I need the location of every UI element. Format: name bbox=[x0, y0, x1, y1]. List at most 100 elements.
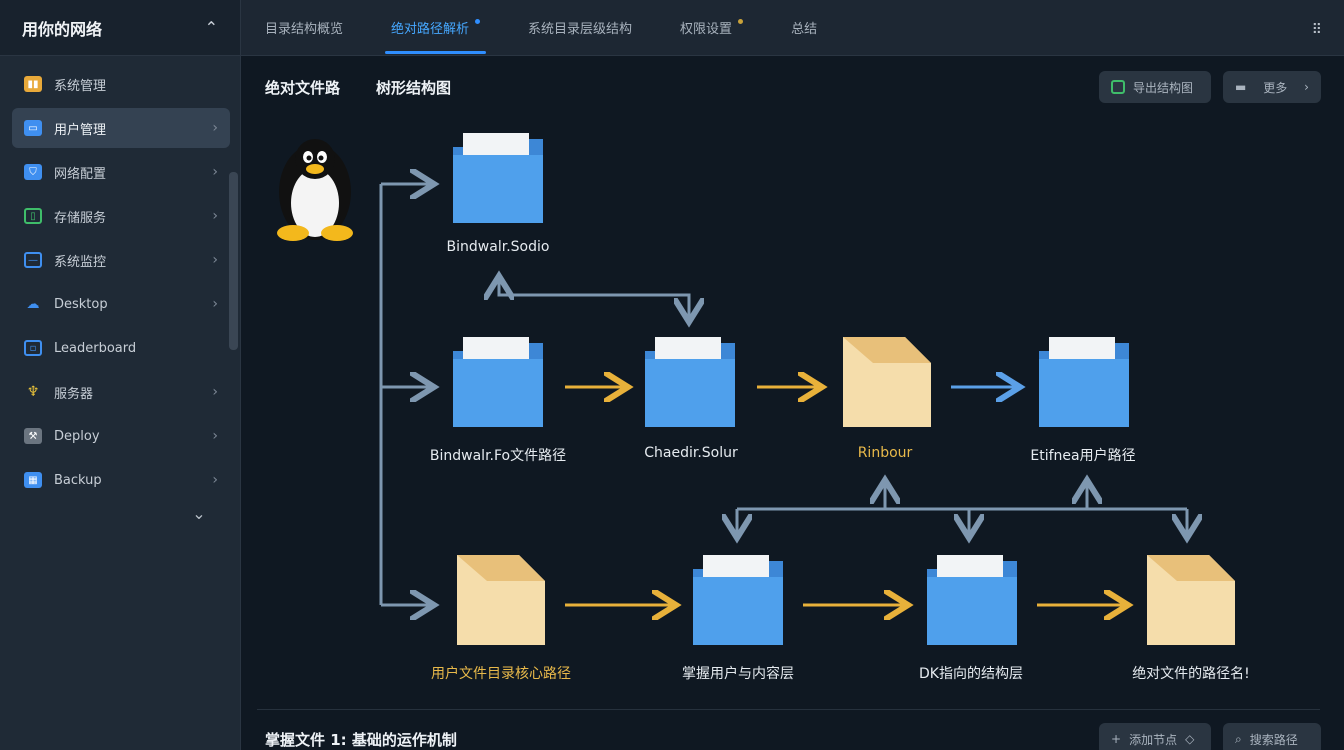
apps-icon: ▦ bbox=[24, 472, 42, 488]
file-icon bbox=[457, 555, 545, 645]
heading-right: 树形结构图 bbox=[376, 79, 452, 97]
tab-absolute-path[interactable]: 绝对路径解析 bbox=[367, 0, 504, 56]
top-tabs: 目录结构概览 绝对路径解析 系统目录层级结构 权限设置 总结 ⠿ bbox=[241, 0, 1344, 56]
divider bbox=[257, 709, 1320, 710]
chevron-up-icon[interactable]: ⌃ bbox=[204, 18, 218, 37]
chevron-right-icon: › bbox=[1304, 80, 1309, 94]
chevron-right-icon: › bbox=[212, 472, 218, 488]
flow-arrows bbox=[565, 387, 1125, 605]
sidebar-list: ▮▮ 系统管理 ▭ 用户管理 › ⛉ 网络配置 › ▯ 存储服务 › — 系统监… bbox=[0, 56, 240, 523]
export-label: 导出结构图 bbox=[1133, 80, 1194, 95]
grid-menu-icon[interactable]: ⠿ bbox=[1311, 22, 1322, 38]
notification-dot bbox=[475, 19, 481, 24]
tab-label: 绝对路径解析 bbox=[391, 22, 470, 37]
file-icon bbox=[1147, 555, 1235, 645]
tab-permissions[interactable]: 权限设置 bbox=[656, 0, 767, 56]
connector-lines bbox=[379, 184, 1187, 605]
heading-left: 绝对文件路 bbox=[265, 79, 341, 97]
folder-icon bbox=[1039, 337, 1129, 427]
sidebar-item-leaderboard[interactable]: ▫ Leaderboard bbox=[12, 328, 230, 368]
window-icon: ▫ bbox=[24, 340, 42, 356]
folder-icon bbox=[693, 555, 783, 645]
sidebar-item-server[interactable]: ♆ 服务器 › bbox=[12, 372, 230, 412]
monitor-icon: ▭ bbox=[24, 120, 42, 136]
chevron-right-icon: › bbox=[212, 164, 218, 180]
node-label: 用户文件目录核心路径 bbox=[431, 666, 571, 682]
sidebar-item-monitor[interactable]: — 系统监控 › bbox=[12, 240, 230, 280]
node-label: Bindwalr.Fo文件路径 bbox=[429, 448, 567, 464]
search-icon: ⌕ bbox=[1235, 731, 1242, 746]
diamond-icon: ◇ bbox=[1185, 732, 1195, 746]
chevron-right-icon: › bbox=[212, 120, 218, 136]
sidebar-item-label: 系统管理 bbox=[54, 78, 107, 94]
screen-icon: — bbox=[24, 252, 42, 268]
sidebar-header: 用你的网络 ⌃ bbox=[0, 0, 240, 56]
node-label: Chaedir.Solur bbox=[644, 445, 738, 461]
sidebar-item-label: Deploy bbox=[54, 428, 100, 444]
sidebar-item-label: Leaderboard bbox=[54, 340, 137, 356]
folder-icon bbox=[645, 337, 735, 427]
node-label: Etifnea用户路径 bbox=[1030, 448, 1136, 464]
grid-icon: ▯ bbox=[24, 208, 42, 224]
tab-label: 权限设置 bbox=[680, 22, 733, 37]
path-diagram bbox=[277, 133, 1235, 645]
tab-label: 目录结构概览 bbox=[265, 22, 344, 37]
tool-icon: ⚒ bbox=[24, 428, 42, 444]
sidebar-item-label: 服务器 bbox=[54, 386, 94, 402]
search-path-button[interactable]: ⌕ 搜索路径 bbox=[1223, 723, 1321, 750]
chevron-right-icon: › bbox=[212, 384, 218, 400]
chart-icon: ▮▮ bbox=[24, 76, 42, 92]
sidebar-item-network[interactable]: ⛉ 网络配置 › bbox=[12, 152, 230, 192]
chevron-right-icon: › bbox=[212, 296, 218, 312]
chevron-right-icon: › bbox=[212, 252, 218, 268]
more-label: 更多 bbox=[1263, 80, 1288, 95]
more-button[interactable]: ▬ 更多 › bbox=[1223, 71, 1321, 103]
sidebar-item-label: 系统监控 bbox=[54, 254, 107, 270]
folder-icon bbox=[453, 337, 543, 427]
sidebar-item-users[interactable]: ▭ 用户管理 › bbox=[12, 108, 230, 148]
sidebar-item-label: 网络配置 bbox=[54, 166, 107, 182]
sidebar-item-label: 存储服务 bbox=[54, 210, 107, 226]
node-label: 掌握用户与内容层 bbox=[682, 666, 794, 682]
laptop-icon: ▬ bbox=[1235, 80, 1247, 94]
add-node-label: 添加节点 bbox=[1129, 732, 1178, 747]
export-icon bbox=[1111, 80, 1125, 94]
sidebar: 用你的网络 ⌃ ▮▮ 系统管理 ▭ 用户管理 › ⛉ 网络配置 › ▯ 存储服务… bbox=[0, 0, 241, 750]
plus-icon: + bbox=[1111, 732, 1122, 746]
main-header: 绝对文件路 树形结构图 bbox=[265, 77, 451, 98]
sidebar-scrollbar[interactable] bbox=[229, 172, 238, 350]
notification-dot bbox=[738, 19, 744, 24]
chevron-right-icon: › bbox=[212, 208, 218, 224]
node-label: DK指向的结构层 bbox=[919, 666, 1023, 682]
chevron-right-icon: › bbox=[212, 428, 218, 444]
tab-hierarchy[interactable]: 系统目录层级结构 bbox=[504, 0, 656, 56]
folder-icon bbox=[453, 133, 543, 223]
sidebar-item-label: 用户管理 bbox=[54, 122, 107, 138]
add-node-button[interactable]: + 添加节点 ◇ bbox=[1099, 723, 1211, 750]
node-label: Rinbour bbox=[857, 445, 913, 461]
sidebar-item-deploy[interactable]: ⚒ Deploy › bbox=[12, 416, 230, 456]
sidebar-item-label: Desktop bbox=[54, 296, 108, 312]
tab-summary[interactable]: 总结 bbox=[767, 0, 841, 56]
search-path-label: 搜索路径 bbox=[1249, 732, 1298, 747]
sidebar-title: 用你的网络 bbox=[22, 19, 103, 39]
footer-title: 掌握文件 1: 基础的运作机制 bbox=[265, 731, 457, 749]
export-button[interactable]: 导出结构图 bbox=[1099, 71, 1211, 103]
chevron-down-icon[interactable]: ⌄ bbox=[192, 504, 206, 523]
shield-icon: ⛉ bbox=[24, 164, 42, 180]
trophy-icon: ♆ bbox=[26, 384, 40, 400]
tab-label: 系统目录层级结构 bbox=[528, 22, 633, 37]
sidebar-item-label: Backup bbox=[54, 472, 102, 488]
tab-overview[interactable]: 目录结构概览 bbox=[241, 0, 367, 56]
sidebar-item-backup[interactable]: ▦ Backup › bbox=[12, 460, 230, 500]
sidebar-item-system[interactable]: ▮▮ 系统管理 bbox=[12, 64, 230, 104]
cloud-icon: ☁ bbox=[26, 296, 40, 312]
tab-label: 总结 bbox=[791, 22, 818, 37]
file-icon bbox=[843, 337, 931, 427]
linux-penguin-icon bbox=[277, 139, 353, 241]
main-content: 绝对文件路 树形结构图 导出结构图 ▬ 更多 › bbox=[241, 57, 1344, 750]
folder-icon bbox=[927, 555, 1017, 645]
sidebar-item-desktop[interactable]: ☁ Desktop › bbox=[12, 284, 230, 324]
node-label: Bindwalr.Sodio bbox=[446, 239, 550, 255]
sidebar-item-storage[interactable]: ▯ 存储服务 › bbox=[12, 196, 230, 236]
